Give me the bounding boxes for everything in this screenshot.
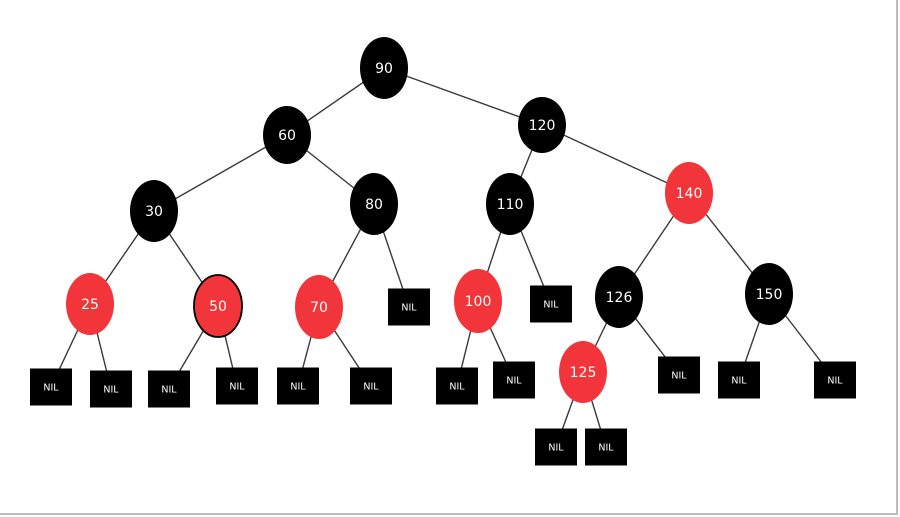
node-circle-red xyxy=(559,341,607,403)
nil-label: NIL xyxy=(731,376,747,387)
node-140: 140 xyxy=(665,162,713,224)
nil-126-r: NIL xyxy=(658,356,700,394)
node-126: 126 xyxy=(595,266,643,328)
node-110: 110 xyxy=(486,173,534,235)
node-label: 70 xyxy=(310,300,328,316)
node-80: 80 xyxy=(350,173,398,235)
nil-125-l: NIL xyxy=(535,428,577,466)
nil-box xyxy=(493,361,535,399)
node-60: 60 xyxy=(263,106,311,164)
nil-label: NIL xyxy=(671,371,687,382)
node-circle-black xyxy=(486,173,534,235)
nil-70-l: NIL xyxy=(277,367,319,405)
nil-label: NIL xyxy=(161,385,177,396)
nil-box xyxy=(90,370,132,408)
nil-box xyxy=(718,361,760,399)
node-label: 60 xyxy=(278,128,296,144)
nil-label: NIL xyxy=(229,382,245,393)
nil-box xyxy=(814,361,856,399)
node-circle-red xyxy=(193,274,243,338)
nil-box xyxy=(277,367,319,405)
edge-120-140 xyxy=(541,124,690,194)
node-label: 30 xyxy=(145,204,163,220)
node-circle-black xyxy=(745,263,793,325)
nil-50-l: NIL xyxy=(148,370,190,408)
node-label: 25 xyxy=(81,297,99,313)
edge-60-30 xyxy=(153,134,288,212)
node-120: 120 xyxy=(518,97,566,153)
node-90: 90 xyxy=(360,37,408,99)
nil-box xyxy=(535,428,577,466)
tree-nodes: NIL NIL NIL NIL NIL NIL NIL NIL NIL NIL NIL NIL NIL N… xyxy=(30,37,856,466)
node-circle-red xyxy=(665,162,713,224)
nil-150-r: NIL xyxy=(814,361,856,399)
nil-100-r: NIL xyxy=(493,361,535,399)
node-label: 125 xyxy=(570,365,597,381)
node-label: 50 xyxy=(209,299,227,315)
node-label: 120 xyxy=(529,118,556,134)
node-150: 150 xyxy=(745,263,793,325)
nil-label: NIL xyxy=(506,376,522,387)
node-50: 50 xyxy=(193,274,243,338)
nil-box xyxy=(658,356,700,394)
node-circle-red xyxy=(295,275,343,339)
nil-box xyxy=(585,428,627,466)
nil-80-r: NIL xyxy=(388,288,430,326)
node-30: 30 xyxy=(130,180,178,242)
nil-25-r: NIL xyxy=(90,370,132,408)
node-label: 80 xyxy=(365,197,383,213)
nil-label: NIL xyxy=(43,383,59,394)
nil-label: NIL xyxy=(401,303,417,314)
nil-label: NIL xyxy=(449,382,465,393)
nil-box xyxy=(388,288,430,326)
nil-box xyxy=(30,368,72,406)
node-circle-black xyxy=(595,266,643,328)
nil-box xyxy=(216,367,258,405)
nil-25-l: NIL xyxy=(30,368,72,406)
nil-label: NIL xyxy=(103,385,119,396)
nil-box xyxy=(436,367,478,405)
nil-label: NIL xyxy=(827,376,843,387)
nil-label: NIL xyxy=(290,382,306,393)
node-label: 126 xyxy=(606,290,633,306)
nil-label: NIL xyxy=(543,300,559,311)
nil-box xyxy=(148,370,190,408)
nil-150-l: NIL xyxy=(718,361,760,399)
edge-90-120 xyxy=(383,67,543,126)
nil-110-r: NIL xyxy=(530,285,572,323)
nil-125-r: NIL xyxy=(585,428,627,466)
node-circle-red xyxy=(66,273,114,335)
node-circle-red xyxy=(454,269,502,333)
nil-box xyxy=(530,285,572,323)
node-label: 110 xyxy=(497,197,524,213)
nil-70-r: NIL xyxy=(350,367,392,405)
node-125: 125 xyxy=(559,341,607,403)
nil-box xyxy=(350,367,392,405)
node-100: 100 xyxy=(454,269,502,333)
nil-label: NIL xyxy=(598,443,614,454)
node-label: 150 xyxy=(756,287,783,303)
nil-50-r: NIL xyxy=(216,367,258,405)
node-circle-black xyxy=(518,97,566,153)
node-circle-black xyxy=(263,106,311,164)
node-70: 70 xyxy=(295,275,343,339)
node-25: 25 xyxy=(66,273,114,335)
node-label: 140 xyxy=(676,186,703,202)
node-circle-black xyxy=(130,180,178,242)
node-label: 90 xyxy=(375,61,393,77)
nil-100-l: NIL xyxy=(436,367,478,405)
node-circle-black xyxy=(350,173,398,235)
nil-label: NIL xyxy=(548,443,564,454)
node-circle-black xyxy=(360,37,408,99)
node-label: 100 xyxy=(465,294,492,310)
nil-label: NIL xyxy=(363,382,379,393)
